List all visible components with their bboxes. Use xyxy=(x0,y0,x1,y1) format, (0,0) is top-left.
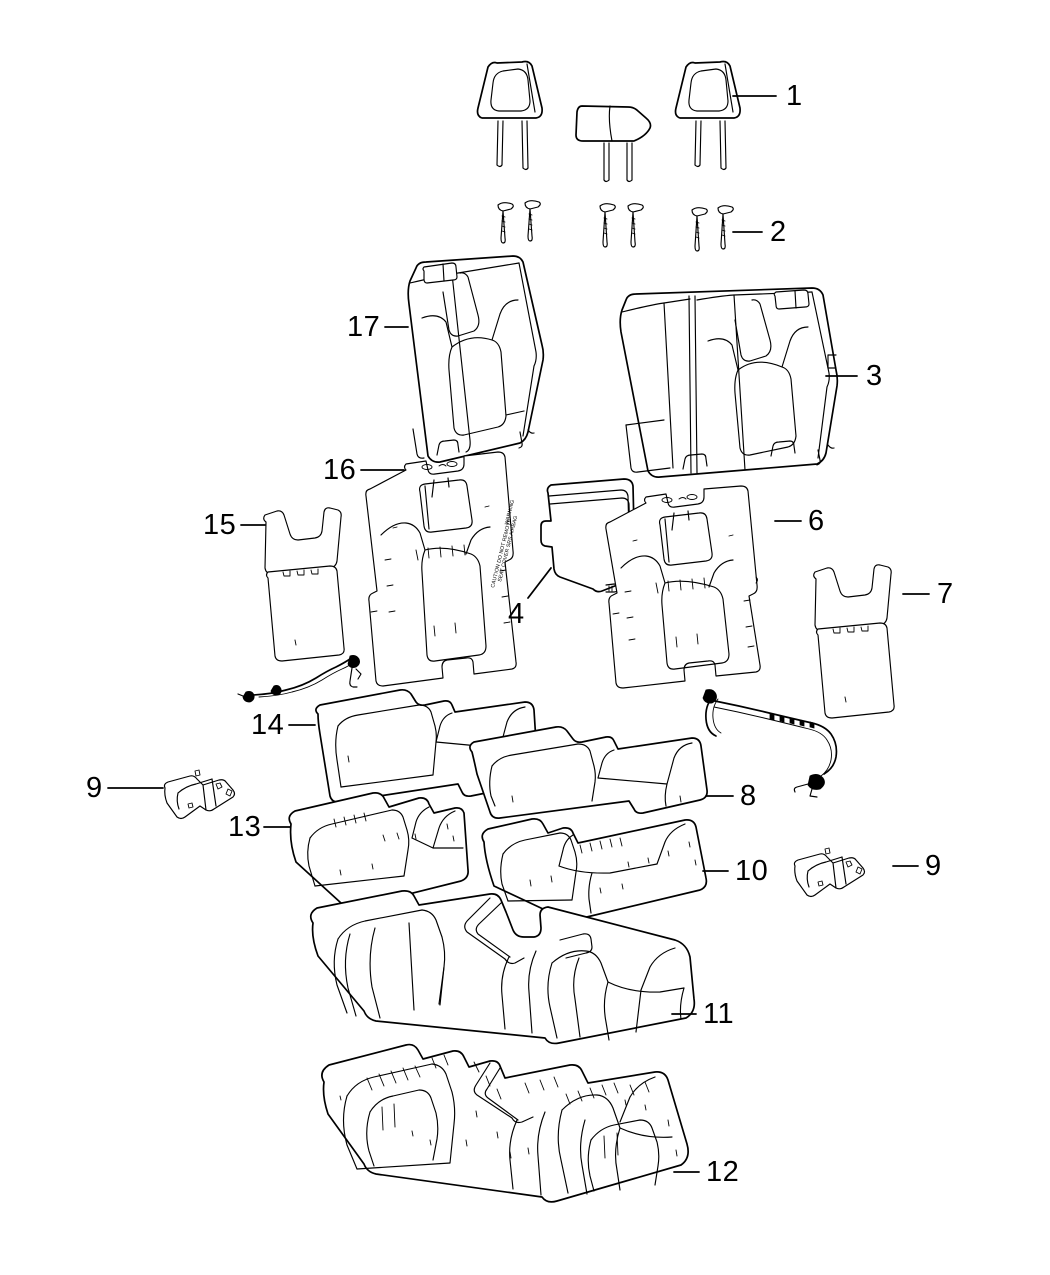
callout-number-11: 11 xyxy=(703,998,735,1030)
head-restraint-center xyxy=(575,105,652,183)
callout-leader-lines xyxy=(107,95,930,1173)
callout-number-3: 3 xyxy=(866,360,883,392)
seat-cushion-pad-right xyxy=(481,818,708,923)
seat-back-assembly-right xyxy=(619,287,839,478)
seat-back-pad-right xyxy=(813,564,895,719)
wire-harness-left xyxy=(237,655,362,703)
head-restraint-right xyxy=(674,60,741,171)
callout-number-8: 8 xyxy=(740,780,757,812)
seat-cushion-cover-right xyxy=(469,725,708,819)
callout-number-12: 12 xyxy=(706,1156,740,1188)
callout-number-9-right: 9 xyxy=(925,850,942,882)
seat-back-cover-right xyxy=(605,485,761,689)
callout-number-6: 6 xyxy=(808,505,825,537)
callout-number-1: 1 xyxy=(786,80,803,112)
callout-number-16: 16 xyxy=(323,454,357,486)
callout-number-13: 13 xyxy=(228,811,262,843)
wire-harness-right xyxy=(702,689,838,798)
callout-number-17: 17 xyxy=(347,311,381,343)
callout-number-14: 14 xyxy=(251,709,285,741)
callout-number-9-left: 9 xyxy=(86,772,103,804)
seat-back-latch-cover-left xyxy=(163,769,236,820)
callout-number-10: 10 xyxy=(735,855,769,887)
head-restraint-left xyxy=(476,60,543,171)
seat-back-assembly-left xyxy=(407,255,545,463)
callout-number-15: 15 xyxy=(203,509,237,541)
seat-back-pad-left xyxy=(263,507,345,662)
seat-back-cover-left: CAUTION DO NOT REMOVE SEAT COVER SRS AIR… xyxy=(365,451,519,687)
callout-number-4: 4 xyxy=(508,598,525,630)
seat-cushion-foam-pad xyxy=(321,1043,689,1203)
seat-cushion-cover-assembly xyxy=(309,890,696,1045)
callout-number-2: 2 xyxy=(770,216,787,248)
seat-cushion-pad-left xyxy=(288,792,469,910)
callout-number-7: 7 xyxy=(937,578,954,610)
seat-back-latch-cover-right xyxy=(793,847,866,898)
head-restraint-guide-sleeves xyxy=(497,200,734,252)
